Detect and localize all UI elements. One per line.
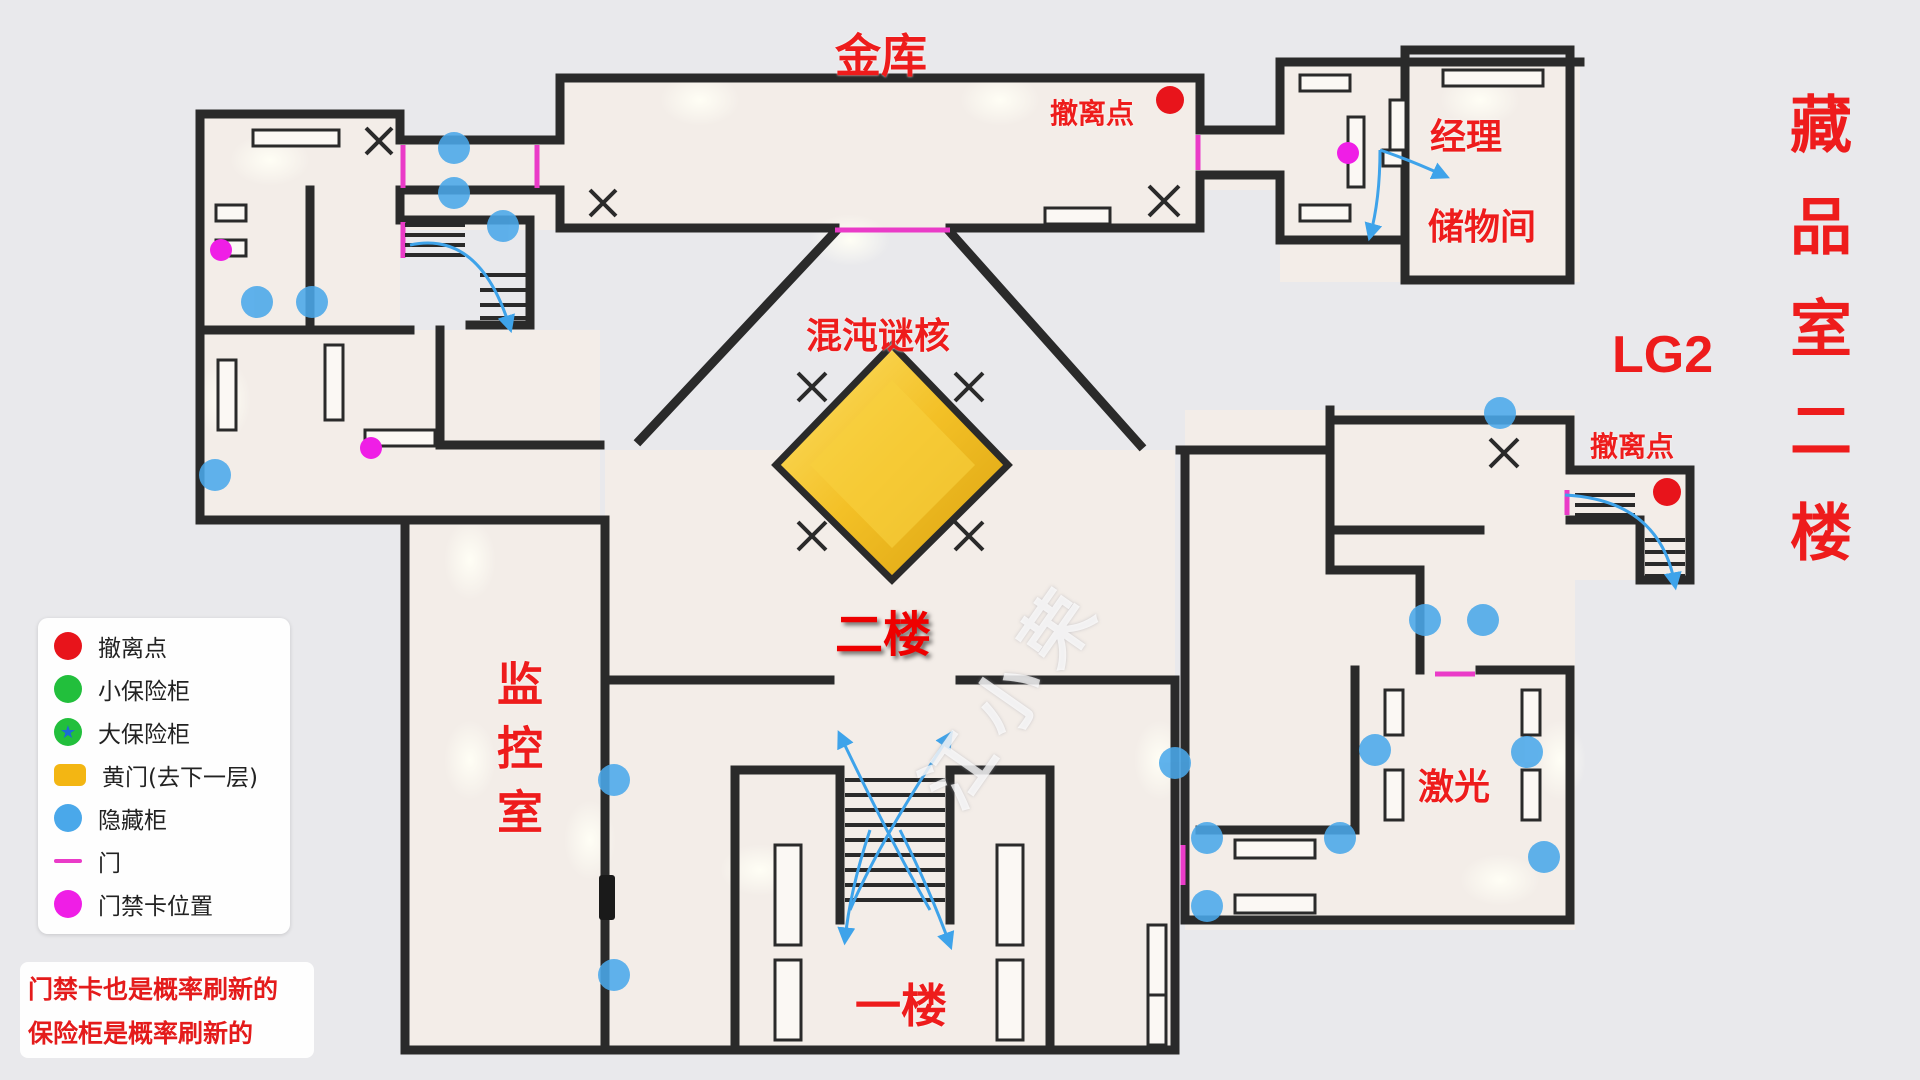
hidden-cabinet [1409,604,1441,636]
chaos-core-label: 混沌谜核 [806,316,951,357]
legend-label: 大保险柜 [98,722,190,748]
extract-points[interactable] [1156,86,1681,506]
vault-label: 金库 [835,29,927,83]
walls [195,45,1695,1055]
legend-item-extract: 撤离点 [54,628,167,664]
vault-extract-label: 撤离点 [1050,97,1135,130]
legend-label: 门禁卡位置 [98,894,213,920]
hidden-cabinet [1191,822,1223,854]
map-side-title: 藏品室二楼 [1779,92,1852,602]
first-floor-label: 一楼 [855,979,947,1033]
hidden-cabinet [1528,841,1560,873]
keycard-position [360,437,382,459]
legend-panel: 撤离点 小保险柜 ★ 大保险柜 黄门(去下一层) 隐藏柜 门 门禁卡位置 [38,618,290,934]
hidden-cabinet [1324,822,1356,854]
legend-item-yellow-door: 黄门(去下一层) [54,757,258,793]
x-markers [364,126,1520,552]
hidden-cabinet [1159,747,1191,779]
legend-item-large-safe: ★ 大保险柜 [54,714,190,750]
laser-label: 激光 [1418,767,1491,808]
note-line-2: 保险柜是概率刷新的 [28,1019,254,1048]
green-star-icon: ★ [54,718,82,746]
note-panel: 门禁卡也是概率刷新的 保险柜是概率刷新的 [20,962,314,1058]
room-floors [200,62,1690,1050]
hidden-cabinet [241,286,273,318]
hidden-cabinet [1484,397,1516,429]
direction-arrows [409,148,1682,951]
legend-label: 门 [98,851,121,877]
extract-point [1653,478,1681,506]
hidden-cabinet [1359,734,1391,766]
stairs [405,223,1685,902]
green-circle-icon [54,675,82,703]
legend-item-small-safe: 小保险柜 [54,671,190,707]
hidden-cabinet [199,459,231,491]
legend-item-keycard: 门禁卡位置 [54,886,213,922]
pink-line-icon [54,859,82,863]
legend-label: 隐藏柜 [98,808,167,834]
right-extract-label: 撤离点 [1590,430,1675,463]
hidden-cabinet [296,286,328,318]
shelves [214,68,1545,1047]
hidden-cabinet [1467,604,1499,636]
monitor-room-label: 监控室 [490,660,544,852]
hidden-cabinet [1191,890,1223,922]
legend-label: 小保险柜 [98,679,190,705]
blue-circle-icon [54,804,82,832]
legend-label: 黄门(去下一层) [102,765,258,791]
hidden-cabinet [1511,736,1543,768]
magenta-circle-icon [54,890,82,918]
legend-item-door: 门 [54,843,121,879]
map-code: LG2 [1612,326,1714,384]
hidden-cabinet [438,177,470,209]
yellow-door-icon [54,764,86,786]
second-floor-label: 二楼 [835,607,932,663]
hidden-cabinet [598,764,630,796]
monitor-door-block [599,875,615,920]
manager-label: 经理 [1430,117,1503,158]
note-line-1: 门禁卡也是概率刷新的 [28,975,279,1004]
chaos-core-diamond[interactable] [771,339,1013,585]
red-circle-icon [54,632,82,660]
hidden-cabinet [487,210,519,242]
hidden-cabinet [438,132,470,164]
hidden-cabinet [598,959,630,991]
keycard-position [210,239,232,261]
keycard-positions[interactable] [210,142,1359,459]
legend-item-hidden-cabinet: 隐藏柜 [54,800,167,836]
extract-point [1156,86,1184,114]
keycard-position [1337,142,1359,164]
legend-label: 撤离点 [98,636,167,662]
storage-room-label: 储物间 [1428,207,1537,248]
hidden-cabinets[interactable] [199,132,1560,991]
